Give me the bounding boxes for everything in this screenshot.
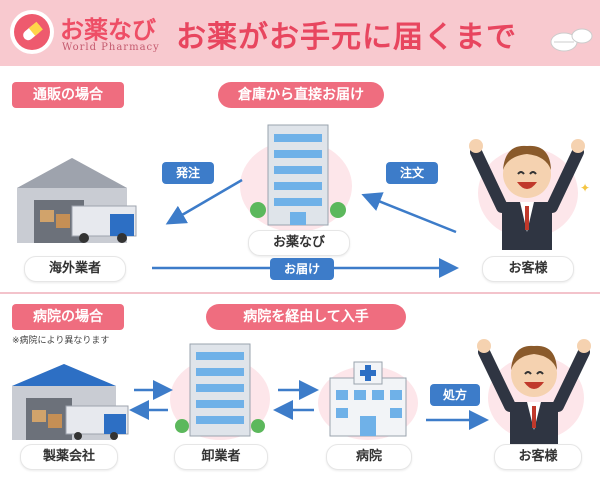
label-customer-1: お客様 [482, 256, 574, 282]
svg-text:✦: ✦ [580, 181, 590, 195]
flow-arrows-mail [152, 178, 459, 278]
label-customer-2: お客様 [494, 444, 582, 470]
logo-badge [10, 10, 54, 54]
label-manufacturer: 製薬会社 [20, 444, 118, 470]
logo-subtitle: World Pharmacy [62, 42, 160, 53]
flow-arrows-hospital [129, 380, 489, 430]
header-banner [0, 0, 600, 66]
hospital-building-icon [329, 361, 407, 437]
section-tag-hospital: 病院の場合 [12, 304, 124, 330]
manufacturer-warehouse-icon [12, 364, 129, 440]
arrow-label-order-customer: 注文 [386, 162, 438, 184]
pill-logo-icon [14, 14, 50, 50]
route-label-via-hospital: 病院を経由して入手 [206, 304, 406, 330]
label-wholesaler: 卸業者 [174, 444, 268, 470]
happy-customer-icon: ✦ [469, 139, 590, 250]
happy-customer-icon-2 [477, 339, 591, 444]
pills-icon [550, 28, 593, 52]
wholesaler-building-icon [175, 343, 265, 437]
arrow-label-delivery: お届け [270, 258, 334, 280]
pharmacy-building-icon [250, 124, 346, 226]
label-pharmacy: お薬なび [248, 230, 350, 256]
logo-text: お薬なび [60, 16, 156, 44]
label-overseas-supplier: 海外業者 [24, 256, 126, 282]
section-divider [0, 292, 600, 294]
page-title: お薬がお手元に届くまで [176, 20, 517, 55]
route-label-direct: 倉庫から直接お届け [218, 82, 384, 108]
arrow-label-prescription: 処方 [430, 384, 480, 406]
arrow-label-order-supplier: 発注 [162, 162, 214, 184]
hospital-note: ※病院により異なります [12, 336, 110, 346]
warehouse-truck-icon [17, 158, 137, 243]
label-hospital: 病院 [326, 444, 412, 470]
section-tag-mail-order: 通販の場合 [12, 82, 124, 108]
